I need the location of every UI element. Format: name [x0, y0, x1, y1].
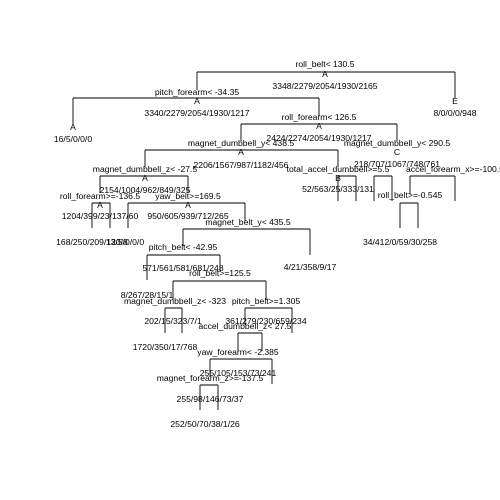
leaf-counts: 34/412/0/59/30/258 — [363, 237, 437, 247]
node-counts: 361/279/230/659/234 — [225, 316, 306, 326]
node-split: pitch_belt< -42.95 — [149, 242, 218, 252]
node-root-class: A — [322, 69, 328, 79]
node-n2-class: A — [194, 96, 200, 106]
node-n41-counts: 950/605/939/712/265 — [147, 211, 228, 221]
node-split: magnet_belt_y< 435.5 — [205, 217, 291, 227]
node-n20-counts: 2154/1004/962/849/325 — [100, 185, 191, 195]
node-n11-split: magnet_dumbbell_y< 290.5 — [344, 138, 451, 148]
node-n5-split: roll_forearm< 126.5 — [282, 112, 357, 122]
node-n21-split: total_accel_dumbbell>=5.5 — [287, 164, 390, 174]
node-n3-counts: 8/0/0/0/948 — [433, 108, 476, 118]
node-n2-counts: 3340/2279/2054/1930/1217 — [144, 108, 249, 118]
node-n20-split: magnet_dumbbell_z< -27.5 — [93, 164, 198, 174]
node-n2-split: pitch_forearm< -34.35 — [155, 87, 240, 97]
node-root-split: roll_belt< 130.5 — [295, 59, 354, 69]
node-split: roll_belt>=125.5 — [189, 268, 251, 278]
leaf-counts: 1720/350/17/768 — [133, 342, 198, 352]
node-counts: 202/15/323/7/1 — [144, 316, 202, 326]
node-n40-counts: 1204/399/23/137/60 — [62, 211, 139, 221]
tree-edges — [72, 71, 456, 410]
node-n41-split: yaw_belt>=169.5 — [155, 191, 221, 201]
node-n5-counts: 2424/2274/2054/1930/1217 — [266, 133, 371, 143]
node-split: roll_belt>=-0.545 — [378, 190, 443, 200]
node-n40-class: A — [97, 200, 103, 210]
node-split: pitch_belt>=1.305 — [232, 296, 301, 306]
node-n10-counts: 2206/1567/987/1182/456 — [194, 160, 289, 170]
node-n10-class: A — [238, 147, 244, 157]
leaf-counts: 13/5/0/0/0 — [106, 237, 144, 247]
node-split: accel_dumbbell_z< 27.5 — [199, 321, 292, 331]
node-n41-class: A — [185, 200, 191, 210]
node-n40-split: roll_forearm>=-136.5 — [60, 191, 140, 201]
leaf-counts: 4/21/358/9/17 — [284, 262, 337, 272]
node-split: accel_forearm_x>=-100.5 — [406, 164, 500, 174]
leaf-counts: 252/50/70/38/1/26 — [170, 419, 240, 429]
node-n4-counts: 16/5/0/0/0 — [54, 134, 92, 144]
node-n4-class: A — [70, 122, 76, 132]
node-root-counts: 3348/2279/2054/1930/2165 — [272, 81, 377, 91]
leaf-counts: 168/250/209/120/8 — [56, 237, 128, 247]
node-n11-class: C — [394, 147, 400, 157]
node-n10-split: magnet_dumbbell_y< 438.5 — [188, 138, 295, 148]
node-n5-class: A — [316, 121, 322, 131]
node-counts: 255/98/146/73/37 — [177, 394, 244, 404]
node-n11-counts: 218/707/1067/748/761 — [354, 159, 440, 169]
node-split: magnet_forearm_z>=-137.5 — [157, 373, 264, 383]
node-counts: 571/561/581/681/248 — [142, 263, 223, 273]
leaf-counts: 8/267/28/15/1 — [121, 290, 174, 300]
node-split: magnet_dumbbell_z< -323 — [124, 296, 226, 306]
node-n20-class: A — [142, 173, 148, 183]
node-split: yaw_forearm< -2.385 — [197, 347, 279, 357]
node-n3-class: E — [452, 96, 458, 106]
node-counts: 255/105/153/73/241 — [200, 368, 277, 378]
